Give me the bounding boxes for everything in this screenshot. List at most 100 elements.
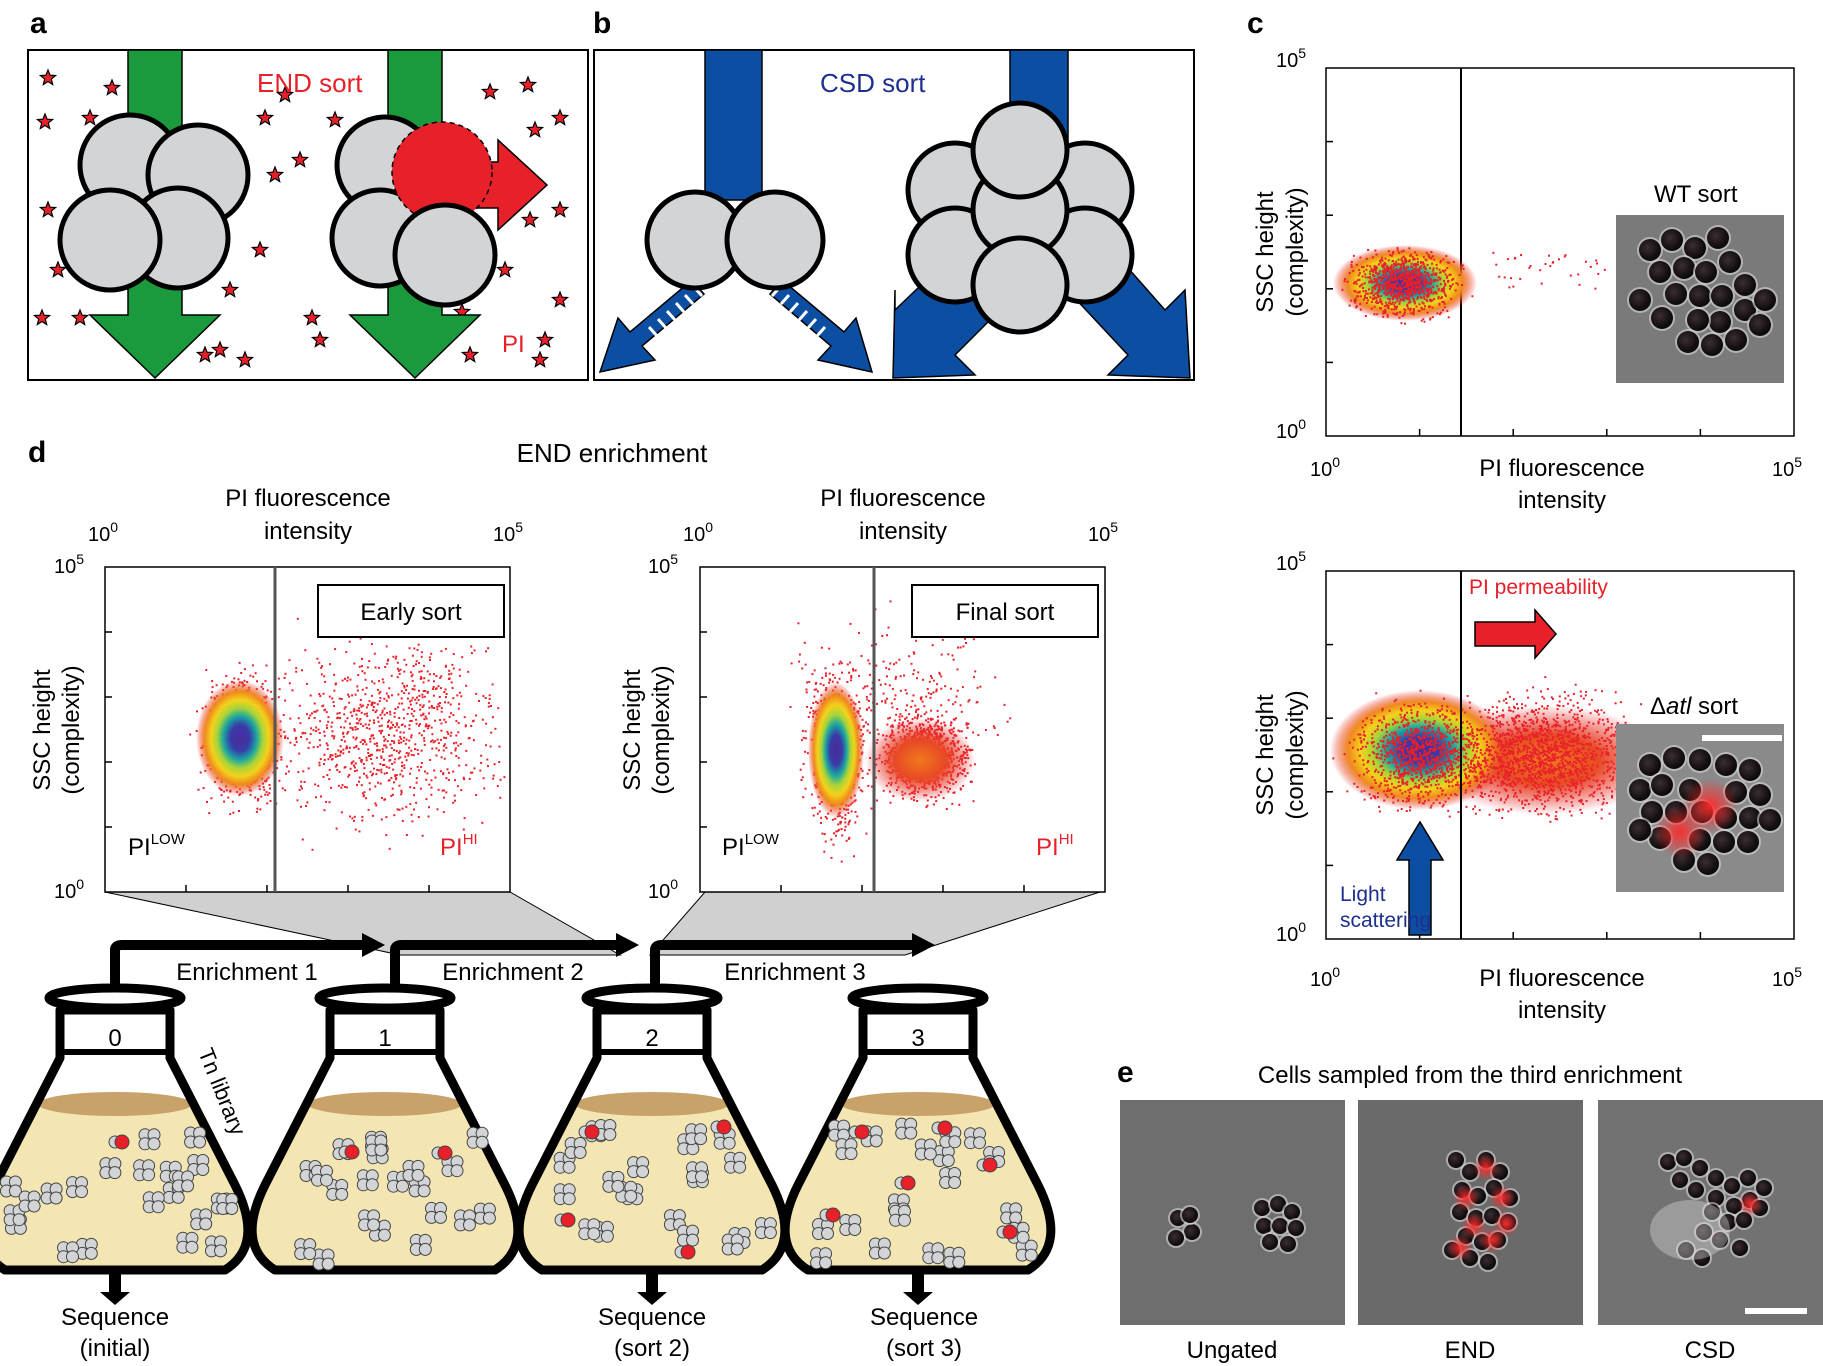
scatter-dot <box>1568 740 1571 743</box>
scatter-dot <box>1431 712 1434 715</box>
scatter-dot <box>1575 780 1578 783</box>
scatter-dot <box>1496 755 1499 758</box>
scatter-dot <box>485 650 487 653</box>
scatter-dot <box>1610 779 1613 782</box>
scatter-dot <box>1372 763 1375 766</box>
scatter-dot <box>1415 265 1417 268</box>
scatter-dot <box>1448 746 1451 749</box>
scatter-dot <box>1488 765 1491 768</box>
scatter-dot <box>359 703 362 706</box>
scatter-dot <box>1429 740 1432 743</box>
scatter-dot <box>1542 712 1545 715</box>
scatter-dot <box>1572 728 1575 731</box>
y-min-base: 100 <box>1276 416 1306 443</box>
scatter-dot <box>1437 276 1440 279</box>
scatter-dot <box>1398 757 1401 760</box>
scatter-dot <box>475 714 478 717</box>
scatter-dot <box>1430 289 1433 292</box>
scatter-dot <box>1429 287 1432 289</box>
scatter-dot <box>1593 740 1596 743</box>
scatter-dot <box>1640 703 1643 706</box>
scatter-dot <box>1494 751 1497 754</box>
scatter-dot <box>1537 755 1540 758</box>
scatter-dot <box>323 730 326 733</box>
scatter-dot <box>1528 266 1531 269</box>
scatter-dot <box>1492 767 1495 770</box>
scatter-dot <box>427 727 430 730</box>
scatter-dot <box>1447 760 1450 763</box>
scatter-dot <box>1484 758 1487 761</box>
scatter-dot <box>1550 750 1553 752</box>
scatter-dot <box>298 788 301 791</box>
scatter-dot <box>1450 764 1453 767</box>
scatter-dot <box>461 656 464 659</box>
scatter-dot <box>1420 272 1423 275</box>
scatter-dot <box>368 782 371 785</box>
scatter-dot <box>1540 733 1543 736</box>
scatter-dot <box>1407 285 1409 288</box>
scatter-dot <box>1422 795 1425 798</box>
scatter-dot <box>1553 746 1556 749</box>
scatter-dot <box>348 701 351 704</box>
scatter-dot <box>285 772 287 775</box>
scatter-dot <box>1549 265 1552 268</box>
scatter-dot <box>1402 256 1405 258</box>
scatter-dot <box>1421 731 1424 733</box>
light-label-1: Light <box>1340 883 1386 906</box>
scatter-dot <box>1530 763 1533 766</box>
scatter-dot <box>1485 740 1488 743</box>
scatter-dot <box>1580 742 1583 745</box>
scatter-dot <box>1522 759 1525 761</box>
scatter-dot <box>1365 767 1368 770</box>
scatter-dot <box>1564 725 1567 728</box>
scatter-dot <box>1579 690 1582 693</box>
scatter-dot <box>1550 758 1553 761</box>
panel-a-letter: a <box>30 7 47 40</box>
scatter-dot <box>1545 778 1548 781</box>
scatter-dot <box>1534 761 1537 764</box>
scatter-dot <box>1576 773 1579 776</box>
scatter-dot <box>1489 766 1492 769</box>
scatter-dot <box>1406 305 1409 308</box>
scatter-dot <box>268 784 271 786</box>
scatter-dot <box>1508 771 1511 774</box>
scatter-dot <box>1530 777 1532 780</box>
scatter-dot <box>359 718 362 720</box>
scatter-dot <box>1373 267 1376 270</box>
scatter-dot <box>1542 785 1544 788</box>
scatter-dot <box>1483 765 1486 768</box>
scatter-dot <box>345 786 348 789</box>
scatter-dot <box>379 782 382 785</box>
scatter-dot <box>325 742 328 745</box>
scatter-dot <box>1499 733 1502 736</box>
scatter-dot <box>1403 773 1406 776</box>
scatter-dot <box>1608 812 1611 815</box>
scatter-dot <box>1455 784 1457 787</box>
scatter-dot <box>1392 312 1395 315</box>
scatter-dot <box>1373 715 1376 717</box>
scatter-dot <box>1394 765 1397 768</box>
scatter-dot <box>1490 725 1493 727</box>
scatter-dot <box>1393 757 1396 760</box>
scatter-dot <box>1372 271 1375 274</box>
scatter-dot <box>442 811 445 814</box>
scatter-dot <box>1433 765 1436 768</box>
scatter-dot <box>1567 694 1570 697</box>
scatter-dot <box>1388 789 1391 792</box>
scatter-dot <box>447 771 450 774</box>
scatter-dot <box>1519 779 1521 782</box>
scatter-dot <box>1397 777 1400 780</box>
scatter-dot <box>385 765 388 768</box>
scatter-dot <box>1457 810 1460 813</box>
scatter-dot <box>1393 294 1395 297</box>
scatter-dot <box>1512 698 1515 701</box>
scatter-dot <box>1386 281 1389 284</box>
scatter-dot <box>1452 748 1455 751</box>
scatter-dot <box>1565 800 1568 803</box>
scatter-dot <box>1366 771 1369 774</box>
scatter-dot <box>391 787 394 790</box>
scatter-dot <box>351 727 354 730</box>
light-label-2: scattering <box>1340 909 1431 932</box>
scatter-dot <box>1393 295 1396 298</box>
scatter-dot <box>1512 285 1515 288</box>
